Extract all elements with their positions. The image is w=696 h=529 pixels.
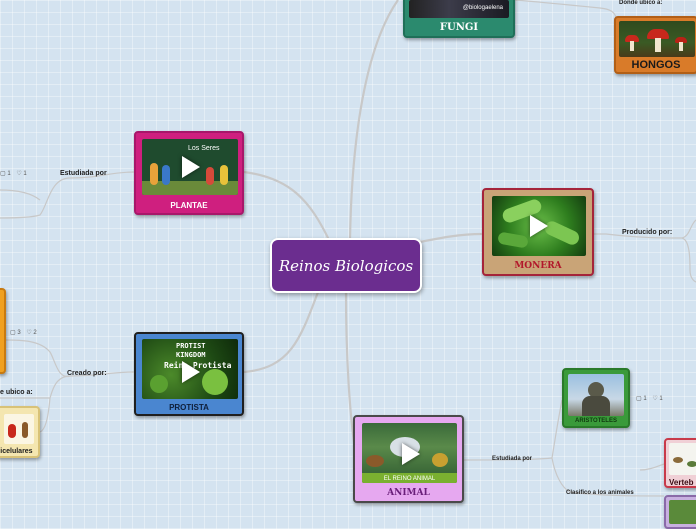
left-orange-node[interactable]: [0, 288, 6, 374]
fungi-node[interactable]: @biologaelena FUNGI: [403, 0, 515, 38]
comment-count: 3: [17, 330, 21, 336]
monera-thumbnail: [492, 196, 586, 256]
hongos-label: HONGOS: [631, 59, 681, 71]
aristoteles-node[interactable]: ARISTOTELES: [562, 368, 630, 428]
like-count: 2: [33, 330, 37, 336]
unicelulares-thumbnail: [4, 414, 34, 444]
fungi-thumbnail: @biologaelena: [409, 0, 509, 18]
hongos-node[interactable]: HONGOS: [614, 16, 696, 74]
comment-count: 1: [7, 171, 11, 177]
protista-thumb-text-1: PROTIST: [176, 342, 206, 350]
play-icon[interactable]: [182, 156, 200, 178]
animal-node[interactable]: EL REINO ANIMAL ANIMAL: [353, 415, 464, 503]
connector-clasifico[interactable]: Clasifico a los animales: [566, 490, 634, 496]
play-icon[interactable]: [530, 215, 548, 237]
fungi-thumb-text: @biologaelena: [462, 5, 503, 11]
plantae-thumbnail: Los Seres: [142, 139, 238, 195]
protista-thumb-text-2: KINGDOM: [176, 351, 206, 359]
fungi-label: FUNGI: [439, 22, 479, 33]
like-icon: ♡: [16, 171, 22, 177]
invertebrados-thumbnail: [669, 500, 696, 524]
monera-label: MONERA: [514, 261, 562, 271]
comment-icon: ▢: [636, 396, 642, 402]
like-count: 1: [23, 171, 27, 177]
plantae-node[interactable]: Los Seres PLANTAE: [134, 131, 244, 215]
play-icon[interactable]: [402, 443, 420, 465]
vertebrados-node[interactable]: Verteb: [664, 438, 696, 488]
protista-thumbnail: PROTIST KINGDOM Reino Protista: [142, 339, 238, 399]
connector-estudiada-por-plantae[interactable]: Estudiada por: [60, 170, 107, 177]
monera-node[interactable]: MONERA: [482, 188, 594, 276]
animal-thumb-text: EL REINO ANIMAL: [383, 476, 436, 482]
aristoteles-label: ARISTOTELES: [575, 418, 617, 424]
vertebrados-thumbnail: [669, 443, 696, 475]
animal-label: ANIMAL: [387, 488, 430, 498]
like-icon: ♡: [652, 396, 658, 402]
comment-icon: ▢: [10, 330, 16, 336]
connector-producido-por[interactable]: Producido por:: [622, 229, 673, 236]
connector-estudiada-por-animal[interactable]: Estudiada por: [492, 456, 533, 462]
central-topic[interactable]: Reinos Biologicos: [270, 238, 422, 293]
unicelulares-label: nicelulares: [0, 448, 33, 455]
plantae-thumb-text: Los Seres: [188, 145, 220, 152]
meta-left-top[interactable]: ▢ 1 ♡ 1: [0, 170, 27, 177]
animal-thumbnail: EL REINO ANIMAL: [362, 423, 457, 483]
meta-left-mid[interactable]: ▢ 3 ♡ 2: [10, 329, 37, 336]
comment-count: 1: [643, 396, 647, 402]
like-icon: ♡: [26, 330, 32, 336]
play-icon[interactable]: [182, 361, 200, 383]
unicelulares-node[interactable]: nicelulares: [0, 406, 40, 458]
connector-donde-ubico-left[interactable]: e ubico a:: [0, 389, 33, 396]
protista-node[interactable]: PROTIST KINGDOM Reino Protista PROTISTA: [134, 332, 244, 416]
connector-donde-ubico-top[interactable]: Donde ubico a:: [619, 0, 663, 6]
connector-creado-por[interactable]: Creado por:: [67, 370, 107, 377]
invertebrados-node[interactable]: [664, 495, 696, 529]
aristoteles-thumbnail: [568, 374, 624, 416]
hongos-thumbnail: [619, 21, 695, 57]
like-count: 1: [659, 396, 663, 402]
protista-label: PROTISTA: [169, 403, 209, 412]
plantae-label: PLANTAE: [170, 201, 208, 210]
meta-aristoteles[interactable]: ▢ 1 ♡ 1: [636, 395, 663, 402]
comment-icon: ▢: [0, 171, 6, 177]
vertebrados-label: Verteb: [669, 478, 694, 487]
